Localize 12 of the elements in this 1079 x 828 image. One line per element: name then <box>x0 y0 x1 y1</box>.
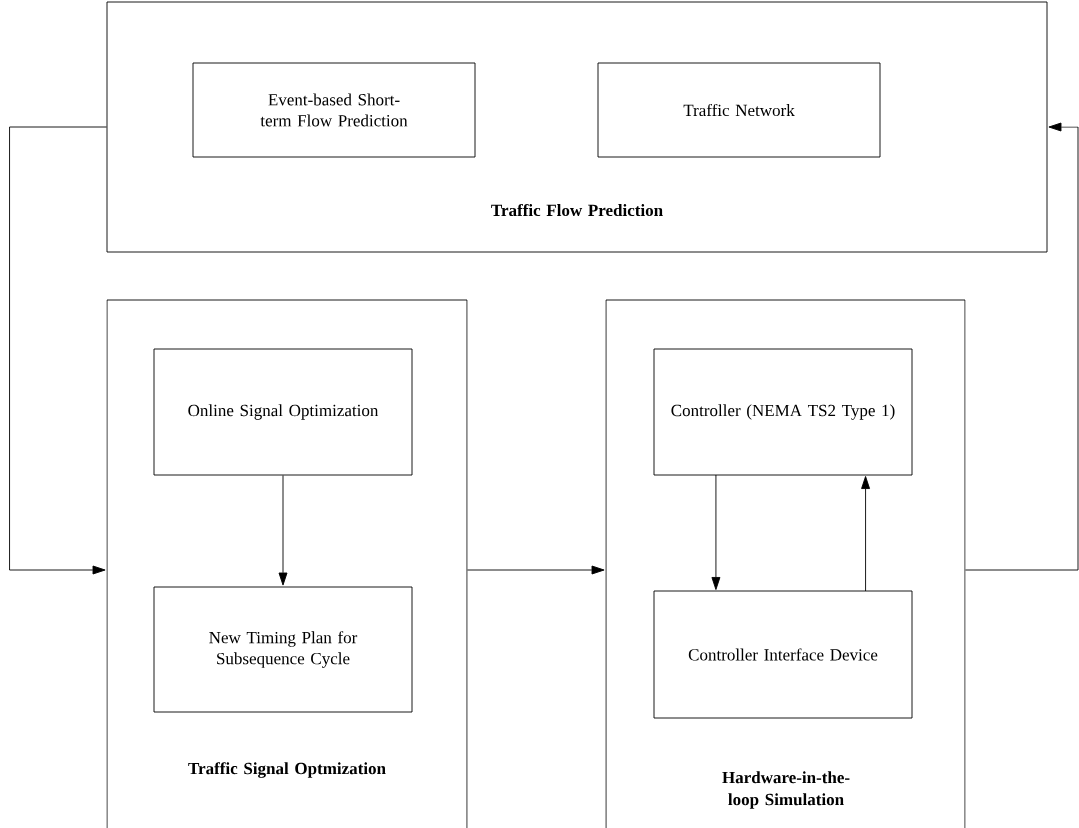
arrow <box>965 122 1079 571</box>
arrow <box>711 474 721 590</box>
process-box: New Timing Plan for Subsequence Cycle <box>153 586 413 713</box>
process-box: Online Signal Optimization <box>153 348 413 476</box>
process-box: Controller (NEMA TS2 Type 1) <box>653 348 913 476</box>
process-box: Traffic Network <box>597 62 881 158</box>
arrow <box>467 565 605 575</box>
process-box: Event-based Short-term Flow Prediction <box>192 62 476 158</box>
arrow <box>9 126 107 575</box>
process-box: Controller Interface Device <box>653 590 913 719</box>
arrow <box>278 475 288 586</box>
arrow <box>861 476 871 592</box>
